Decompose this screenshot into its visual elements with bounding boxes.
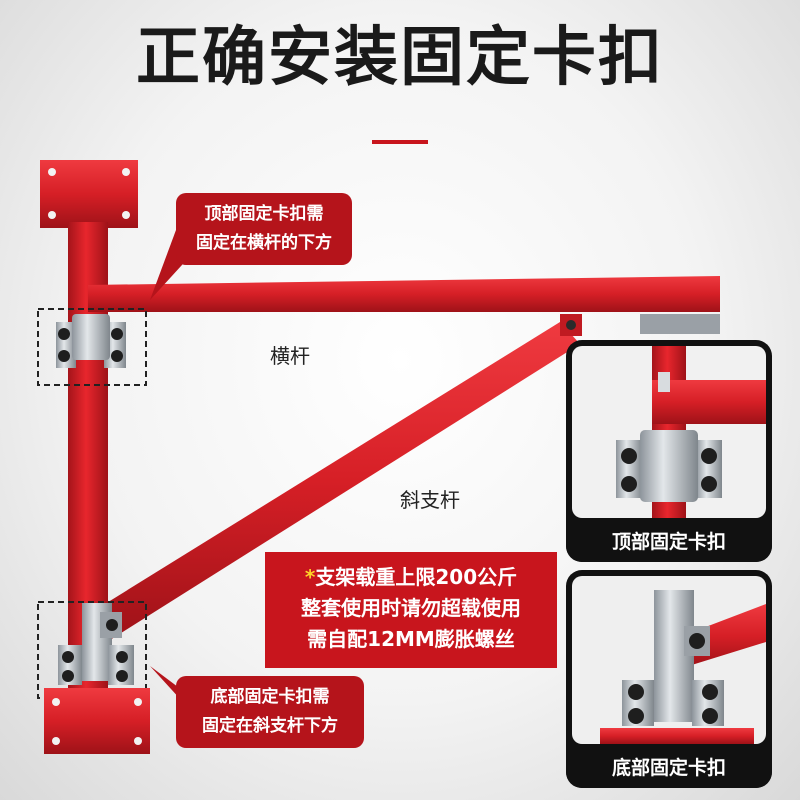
warning-line-3: 需自配12MM膨胀螺丝 [307, 627, 515, 651]
crossbar-label: 横杆 [270, 344, 310, 368]
title-underline [372, 140, 428, 144]
bottom-clamp [58, 603, 134, 685]
diagonal-brace [92, 322, 580, 640]
top-callout-line-1: 顶部固定卡扣需 [204, 204, 324, 224]
top-callout: 顶部固定卡扣需 固定在横杆的下方 [176, 193, 352, 265]
warning-line-1: *支架载重上限200公斤 [304, 565, 518, 589]
bottom-clamp-highlight [37, 601, 147, 699]
warning-line-2: 整套使用时请勿超载使用 [301, 596, 521, 620]
bottom-clamp-closeup-photo [572, 576, 766, 744]
crossbar [88, 276, 720, 312]
top-mount-plate [40, 160, 138, 228]
top-callout-line-2: 固定在横杆的下方 [196, 233, 332, 253]
top-clamp-highlight [37, 308, 147, 386]
bottom-mount-plate [44, 688, 150, 754]
top-clamp [56, 314, 126, 368]
bottom-callout-line-2: 固定在斜支杆下方 [202, 716, 338, 736]
warning-star: * [304, 565, 316, 589]
top-clamp-inset: 顶部固定卡扣 [566, 340, 772, 562]
bottom-clamp-inset: 底部固定卡扣 [566, 570, 772, 788]
brace-label: 斜支杆 [400, 488, 460, 512]
load-warning-box: *支架载重上限200公斤 整套使用时请勿超载使用 需自配12MM膨胀螺丝 [265, 552, 557, 668]
bottom-callout-line-1: 底部固定卡扣需 [210, 687, 330, 707]
page-title: 正确安装固定卡扣 [136, 21, 664, 95]
bottom-callout: 底部固定卡扣需 固定在斜支杆下方 [176, 676, 364, 748]
top-clamp-inset-caption: 顶部固定卡扣 [566, 522, 772, 562]
bottom-clamp-inset-caption: 底部固定卡扣 [566, 748, 772, 788]
top-clamp-closeup-photo [572, 346, 766, 518]
